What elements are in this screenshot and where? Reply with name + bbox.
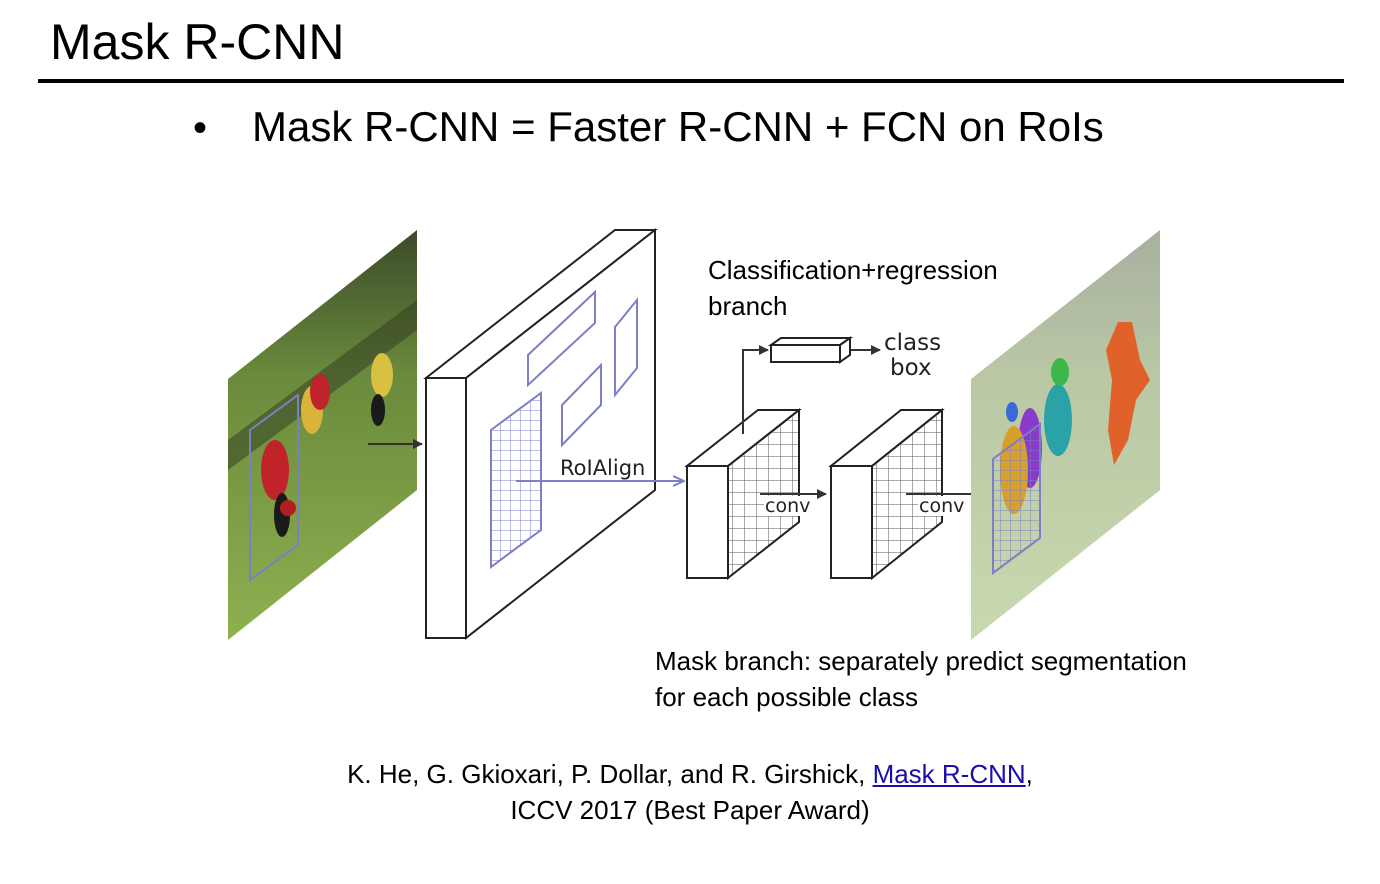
input-photo [228, 230, 417, 640]
citation-line1: K. He, G. Gkioxari, P. Dollar, and R. Gi… [0, 756, 1380, 792]
feature-map [423, 227, 658, 641]
fc-box [767, 336, 854, 364]
citation-authors: K. He, G. Gkioxari, P. Dollar, and R. Gi… [347, 759, 873, 789]
title-rule [38, 79, 1344, 83]
mask-branch-line2: for each possible class [655, 682, 919, 712]
mask-branch-line1: Mask branch: separately predict segmenta… [655, 646, 1187, 676]
paper-link[interactable]: Mask R-CNN [872, 759, 1026, 789]
cls-branch-label: Classification+regression branch [708, 252, 998, 324]
bullet-marker: • [193, 106, 208, 150]
output-photo [971, 230, 1160, 640]
class-label: class [884, 330, 941, 356]
bullet-text: Mask R-CNN = Faster R-CNN + FCN on RoIs [252, 103, 1104, 150]
box-label: box [890, 355, 932, 381]
roialign-label: RoIAlign [560, 456, 645, 480]
slide-title: Mask R-CNN [50, 14, 345, 70]
cls-branch-line1: Classification+regression [708, 255, 998, 285]
conv-label-1: conv [765, 495, 810, 517]
cls-branch-line2: branch [708, 291, 788, 321]
citation-comma: , [1025, 759, 1033, 789]
conv-label-2: conv [919, 495, 964, 517]
citation-line2: ICCV 2017 (Best Paper Award) [510, 795, 870, 825]
mask-branch-label: Mask branch: separately predict segmenta… [655, 643, 1187, 715]
